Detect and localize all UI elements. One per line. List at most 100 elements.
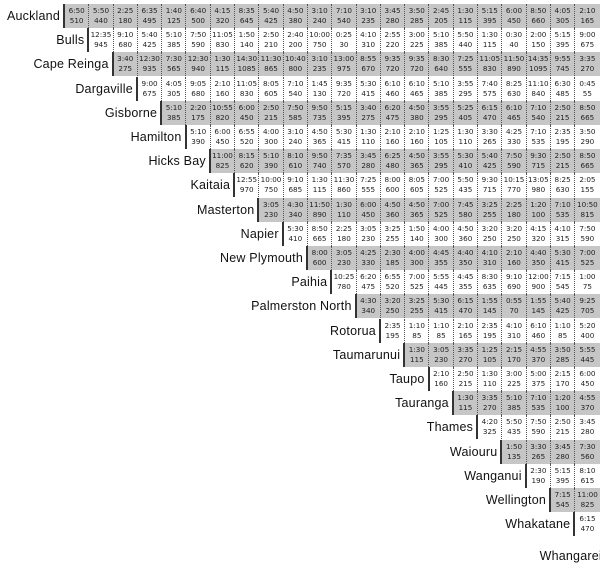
distance-km: 570	[337, 161, 351, 171]
distance-km: 605	[264, 88, 278, 98]
distance-km: 460	[385, 88, 400, 98]
distance-km: 830	[482, 64, 497, 74]
travel-time: 4:00	[408, 248, 425, 257]
travel-time: 3:35	[481, 393, 498, 403]
distance-km: 535	[531, 403, 546, 413]
travel-time: 6:55	[238, 127, 255, 136]
distance-km: 185	[385, 258, 400, 267]
distance-km: 115	[482, 40, 497, 50]
distance-km: 135	[507, 451, 521, 461]
travel-time: 6:50	[68, 6, 85, 15]
travel-time: 4:55	[579, 393, 596, 403]
distance-km: 750	[264, 185, 278, 195]
travel-time: 3:25	[481, 199, 498, 209]
distance-km: 195	[385, 330, 400, 340]
travel-time: 3:40	[360, 102, 377, 112]
travel-time: 5:55	[433, 272, 450, 282]
travel-time: 2:15	[505, 344, 523, 354]
travel-time: 3:00	[408, 30, 425, 40]
distance-km: 475	[361, 282, 376, 292]
distance-km: 665	[312, 233, 327, 243]
distance-km: 145	[482, 306, 497, 316]
travel-time: 8:55	[360, 54, 377, 64]
distance-km: 225	[507, 379, 521, 388]
distance-km: 520	[239, 137, 254, 146]
travel-time: 2:50	[262, 30, 280, 40]
distance-km: 715	[482, 185, 497, 195]
travel-time: 4:45	[457, 272, 474, 282]
distance-km: 545	[555, 500, 570, 509]
travel-time: 4:50	[311, 127, 328, 136]
distance-km: 330	[361, 258, 376, 267]
travel-time: 6:10	[408, 78, 425, 88]
travel-time: 7:50	[530, 417, 547, 427]
travel-time: 6:20	[384, 102, 401, 112]
travel-time: 6:15	[457, 296, 474, 306]
distance-km: 300	[264, 137, 278, 146]
distance-km: 115	[458, 403, 473, 413]
town-label: Gisborne	[104, 105, 158, 120]
distance-km: 820	[215, 112, 230, 122]
distance-km: 140	[409, 233, 424, 243]
travel-time: 3:30	[530, 441, 547, 451]
distance-km: 565	[166, 64, 181, 74]
travel-time: 2:50	[554, 417, 571, 427]
travel-time: 1:10	[554, 320, 571, 330]
distance-km: 40	[509, 40, 519, 50]
distance-km: 215	[555, 161, 570, 171]
travel-time: 1:30	[360, 127, 377, 136]
distance-km: 180	[507, 209, 521, 219]
travel-time: 6:00	[579, 369, 596, 378]
travel-time: 4:55	[530, 344, 547, 354]
distance-km: 295	[434, 112, 448, 122]
travel-time: 4:05	[165, 78, 182, 88]
distance-km: 740	[312, 161, 327, 171]
